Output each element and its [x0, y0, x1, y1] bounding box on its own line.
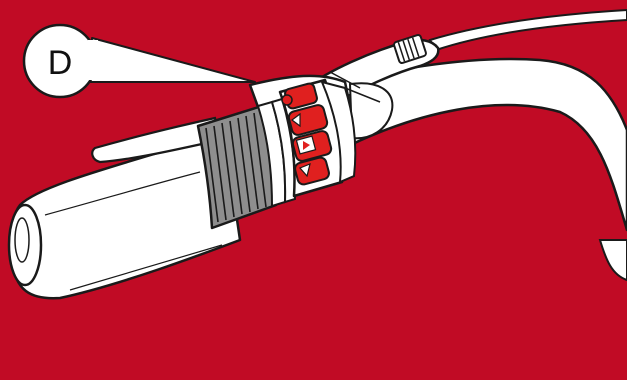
callout-d: D: [24, 25, 255, 97]
brake-cable: [430, 10, 627, 50]
button-dot-icon: [282, 95, 292, 105]
callout-letter: D: [48, 44, 73, 82]
